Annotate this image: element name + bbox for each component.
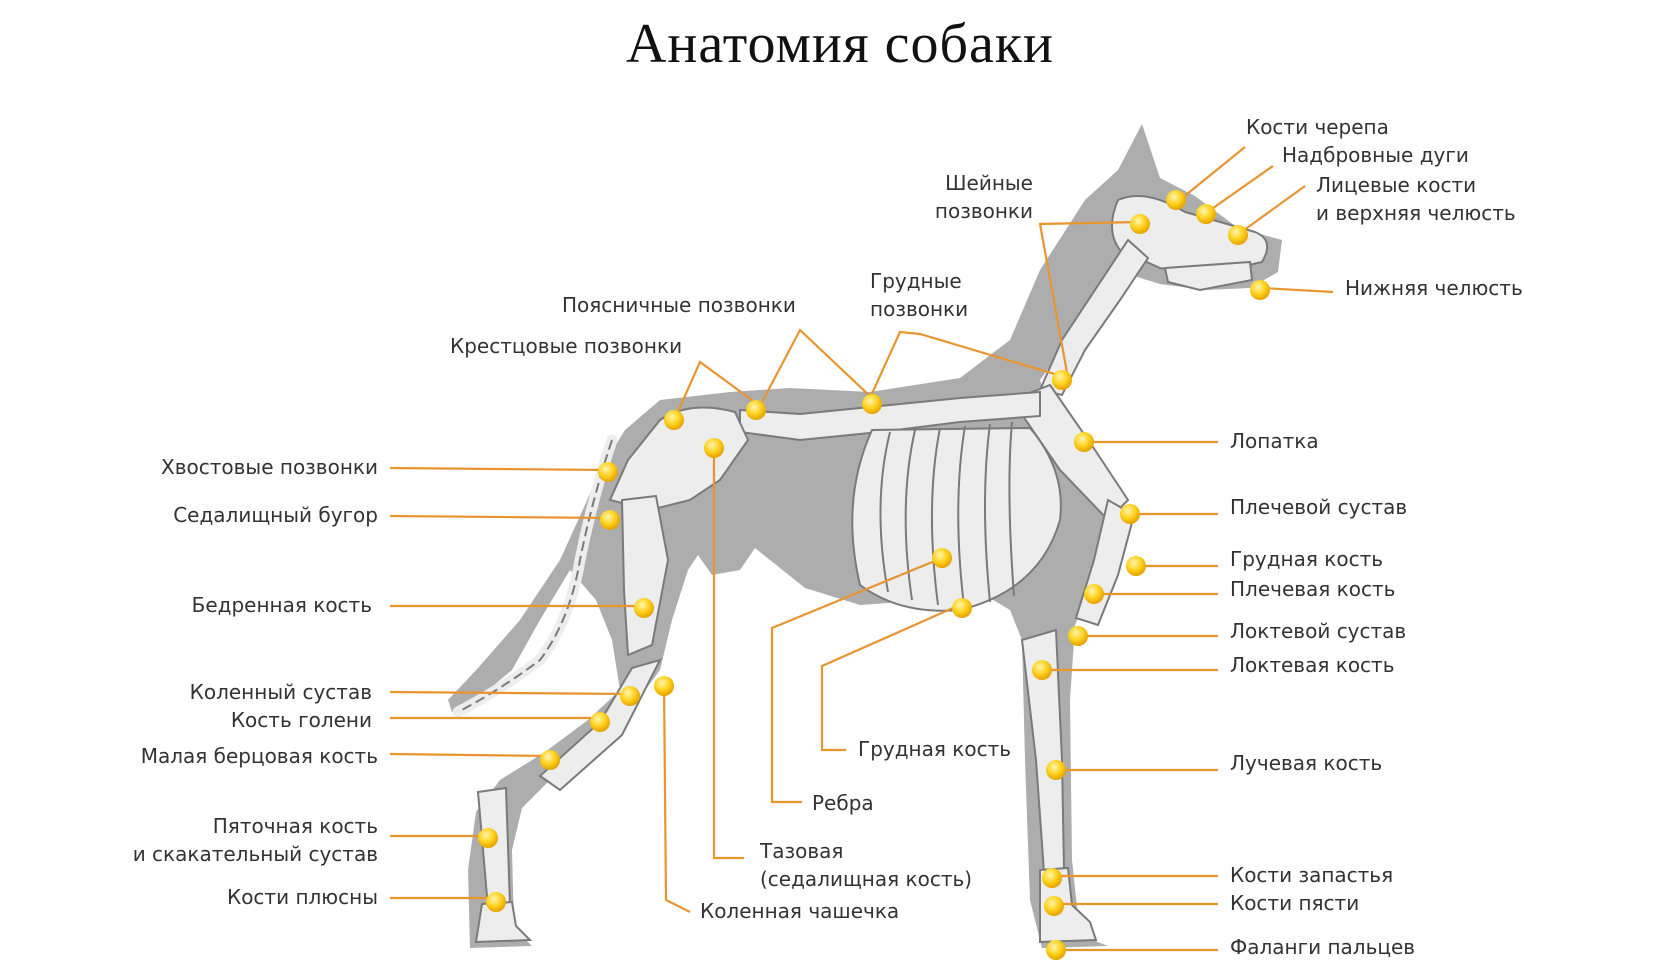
marker-dot xyxy=(704,438,724,458)
marker-dots xyxy=(478,190,1270,960)
page-title: Анатомия собаки xyxy=(625,13,1055,75)
marker-dot xyxy=(1032,660,1052,680)
label-scapula: Лопатка xyxy=(1230,429,1319,453)
marker-dot xyxy=(590,712,610,732)
label-pelvis-2: (седалищная кость) xyxy=(760,867,972,891)
marker-dot xyxy=(1250,280,1270,300)
marker-dot xyxy=(478,828,498,848)
marker-dot xyxy=(1228,225,1248,245)
label-cervical-2: позвонки xyxy=(935,199,1033,223)
marker-dot xyxy=(1042,868,1062,888)
marker-dot xyxy=(540,750,560,770)
marker-dot xyxy=(1074,432,1094,452)
marker-dot xyxy=(1196,204,1216,224)
marker-dot xyxy=(1046,940,1066,960)
marker-dot xyxy=(664,410,684,430)
label-femur: Бедренная кость xyxy=(192,593,372,617)
label-pelvis: Тазовая xyxy=(759,839,843,863)
labels: Кости черепа Надбровные дуги Лицевые кос… xyxy=(133,115,1523,959)
label-hock-2: и скакательный сустав xyxy=(133,842,378,866)
label-phalanges: Фаланги пальцев xyxy=(1230,935,1415,959)
marker-dot xyxy=(1166,190,1186,210)
label-carpus: Кости запастья xyxy=(1230,863,1393,887)
label-jaw: Нижняя челюсть xyxy=(1345,276,1523,300)
marker-dot xyxy=(634,598,654,618)
label-metacarpus: Кости пясти xyxy=(1230,891,1359,915)
label-face-2: и верхняя челюсть xyxy=(1316,201,1516,225)
label-sternum-lower: Грудная кость xyxy=(858,737,1011,761)
marker-dot xyxy=(1046,760,1066,780)
label-metatarsal: Кости плюсны xyxy=(227,885,378,909)
label-skull: Кости черепа xyxy=(1246,115,1389,139)
label-tibia: Кость голени xyxy=(231,708,372,732)
marker-dot xyxy=(862,394,882,414)
marker-dot xyxy=(1044,896,1064,916)
label-patella: Коленная чашечка xyxy=(700,899,899,923)
label-ribs: Ребра xyxy=(812,791,874,815)
label-tail: Хвостовые позвонки xyxy=(161,455,378,479)
marker-dot xyxy=(746,400,766,420)
marker-dot xyxy=(1120,504,1140,524)
label-ulna: Локтевая кость xyxy=(1230,653,1395,677)
label-thoracic: Грудные xyxy=(870,269,962,293)
marker-dot xyxy=(600,510,620,530)
label-sacral: Крестцовые позвонки xyxy=(450,334,682,358)
label-ischial: Седалищный бугор xyxy=(173,503,378,527)
marker-dot xyxy=(1130,214,1150,234)
marker-dot xyxy=(486,892,506,912)
label-sternum: Грудная кость xyxy=(1230,547,1383,571)
label-hock: Пяточная кость xyxy=(213,814,378,838)
marker-dot xyxy=(1068,626,1088,646)
label-knee: Коленный сустав xyxy=(190,680,372,704)
marker-dot xyxy=(1052,370,1072,390)
label-elbow: Локтевой сустав xyxy=(1230,619,1406,643)
marker-dot xyxy=(932,548,952,568)
label-face: Лицевые кости xyxy=(1316,173,1476,197)
marker-dot xyxy=(620,686,640,706)
marker-dot xyxy=(1126,556,1146,576)
label-thoracic-2: позвонки xyxy=(870,297,968,321)
marker-dot xyxy=(1084,584,1104,604)
label-cervical: Шейные xyxy=(945,171,1033,195)
label-radius: Лучевая кость xyxy=(1230,751,1382,775)
marker-dot xyxy=(952,598,972,618)
leader-lines xyxy=(389,146,1334,952)
label-brow: Надбровные дуги xyxy=(1282,143,1469,167)
marker-dot xyxy=(654,676,674,696)
label-fibula: Малая берцовая кость xyxy=(141,744,378,768)
label-humerus: Плечевая кость xyxy=(1230,577,1395,601)
label-shoulder: Плечевой сустав xyxy=(1230,495,1407,519)
marker-dot xyxy=(598,462,618,482)
label-lumbar: Поясничные позвонки xyxy=(562,293,796,317)
